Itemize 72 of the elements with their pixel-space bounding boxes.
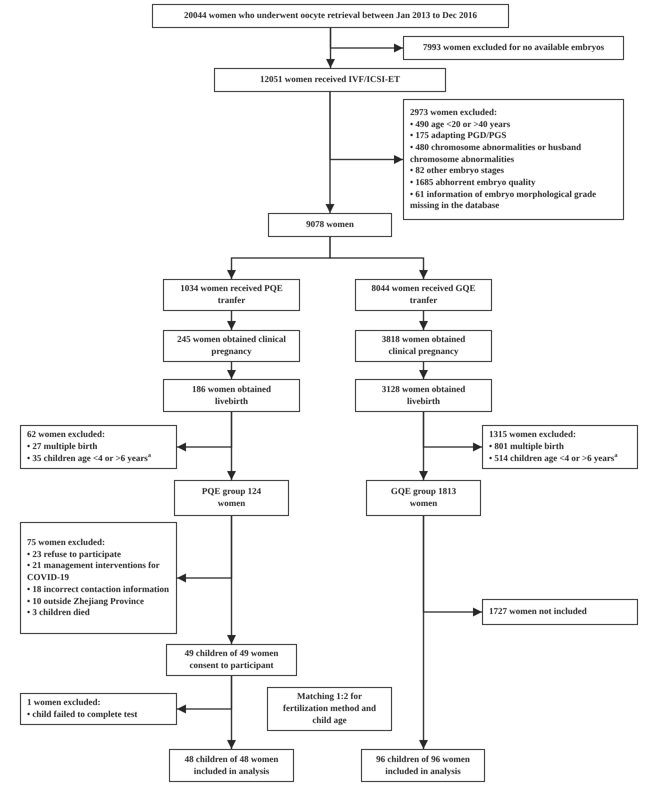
process-box [268, 213, 392, 237]
process-box [366, 480, 481, 516]
box-heading: 1 women excluded: [27, 697, 102, 709]
process-box [166, 644, 297, 676]
arrow [177, 412, 232, 452]
process-box [403, 36, 624, 60]
list-item: • 175 adapting PGD/PGS [410, 130, 508, 142]
list-item: • child failed to complete test [27, 709, 138, 721]
arrow [226, 362, 236, 379]
exclusion-box [20, 522, 177, 634]
process-box [482, 599, 638, 625]
process-box [355, 330, 492, 362]
process-box [174, 480, 289, 516]
box-heading: 75 women excluded: [27, 537, 106, 549]
exclusion-box [482, 425, 638, 469]
process-box [355, 279, 492, 311]
box-text: 20044 women who underwent oocyte retrieval between Jan 2013 to Dec 2016 [184, 10, 478, 22]
box-heading: 1315 women excluded: [489, 429, 577, 442]
exclusion-box [20, 425, 177, 469]
list-item: • 1685 abhorrent embryo quality [410, 177, 536, 189]
box-text: 7993 women excluded for no available embryos [422, 42, 604, 54]
box-text: 96 children of 96 women included in analysis [375, 754, 471, 778]
list-item: • 10 outside Zhejiang Province [27, 596, 145, 608]
box-heading: 62 women excluded: [27, 429, 106, 442]
list-item: • 18 incorrect contaction information [27, 584, 170, 596]
exclusion-box [403, 99, 624, 220]
process-box [214, 68, 446, 92]
box-text: 49 children of 49 women consent to participant [184, 648, 280, 672]
box-text: 3128 women obtained livebirth [380, 384, 466, 408]
list-item: • 23 refuse to participate [27, 548, 122, 560]
list-item: • 61 information of embryo morphological grade missing in the database [410, 188, 598, 212]
box-heading: 2973 women excluded: [410, 106, 498, 119]
list-item: • 801 multiple birth [489, 441, 565, 453]
box-text: 245 women obtained clinical pregnancy [176, 334, 287, 358]
box-text: 186 women obtained livebirth [190, 384, 272, 408]
arrow [330, 28, 403, 53]
box-text: 8044 women received GQE tranfer [370, 283, 477, 307]
arrow [418, 362, 428, 379]
list-item: • 21 management interventions for COVID-19 [27, 560, 160, 584]
process-box [169, 749, 294, 782]
box-text: 1034 women received PQE tranfer [179, 283, 284, 307]
box-text: 3818 women obtained clinical pregnancy [380, 334, 466, 358]
box-text: PQE group 124 women [200, 486, 262, 510]
arrow [418, 311, 428, 330]
list-item: • 82 other embryo stages [410, 165, 505, 178]
process-box [152, 4, 509, 28]
process-box [267, 687, 392, 731]
box-text: GQE group 1813 women [390, 486, 458, 510]
arrow [329, 237, 428, 279]
list-item: • 480 chromosome abnormalities or husband chromosome abnormalities [410, 142, 582, 166]
arrow [226, 311, 236, 330]
process-box [355, 379, 492, 412]
process-box [163, 379, 300, 412]
arrow [329, 92, 403, 164]
box-text: 48 children of 48 women included in analysis [184, 754, 280, 778]
list-item: • 514 children age <4 or >6 years$^{a}$ [489, 452, 618, 465]
list-item: • 3 children died [27, 607, 91, 619]
list-item: • 35 children age <4 or >6 years$^{a}$ [27, 452, 152, 465]
arrow [177, 676, 232, 714]
box-text: Matching 1:2 for fertilization method and child age [282, 691, 377, 727]
arrow [422, 412, 482, 452]
list-item: • 27 multiple birth [27, 441, 98, 453]
process-box [361, 749, 485, 782]
process-box [163, 279, 300, 311]
box-text: 9078 women [306, 219, 354, 231]
list-item: • 490 age <20 or >40 years [410, 118, 512, 130]
process-box [163, 330, 300, 362]
exclusion-box [20, 693, 177, 725]
arrow [422, 516, 482, 617]
box-text: 12051 women received IVF/ICSI-ET [260, 74, 400, 86]
arrow [177, 516, 232, 583]
box-text: 1727 women not included [489, 606, 588, 618]
